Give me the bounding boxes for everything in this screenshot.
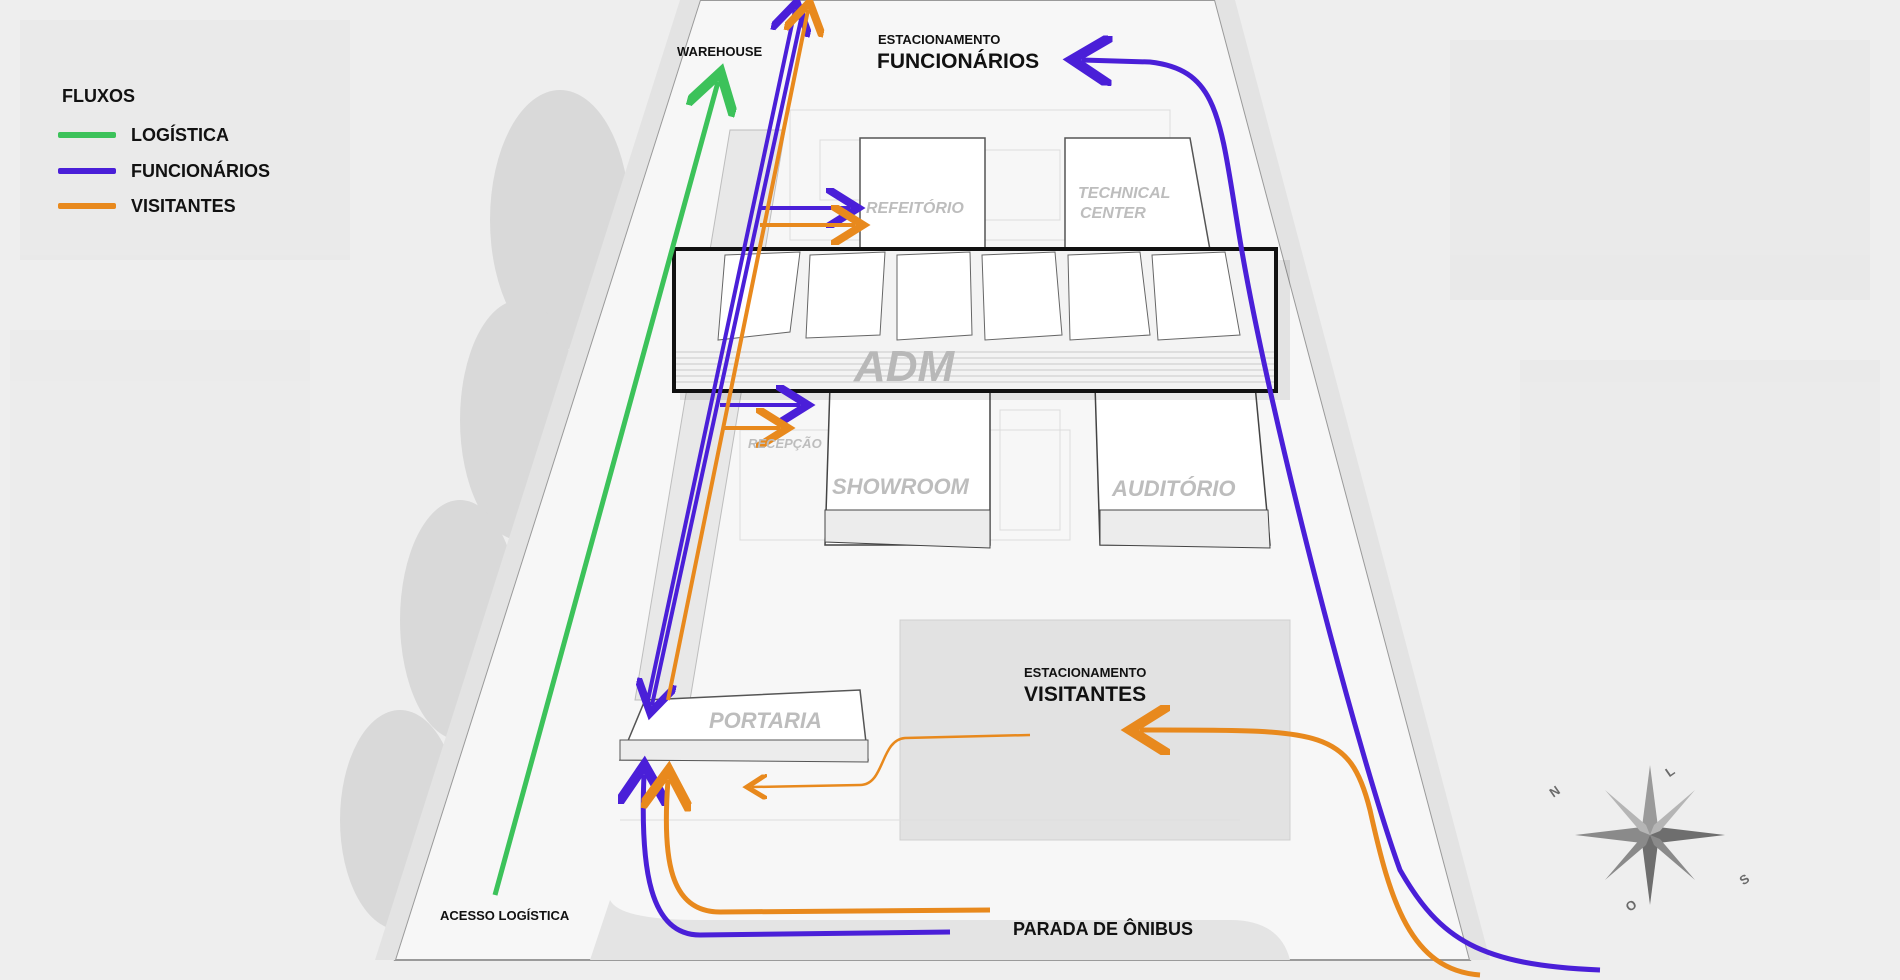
visitor-flow-busstop [666, 780, 991, 915]
refeitorio-block [859, 137, 986, 251]
visitor-flow-parking [1140, 730, 1481, 978]
recepcao-label: RECEPÇÃO [748, 436, 822, 451]
portaria-label: PORTARIA [709, 708, 822, 733]
refeitorio-label: REFEITÓRIO [866, 200, 964, 217]
legend-swatch-green [58, 132, 116, 138]
legend-title: FLUXOS [62, 86, 136, 106]
staff-parking-label: FUNCIONÁRIOS [877, 50, 1040, 73]
compass-rose [1575, 765, 1725, 905]
legend-label: FUNCIONÁRIOS [131, 160, 270, 181]
adm-facade-lines [676, 351, 1274, 383]
visitor-flow-portaria [752, 733, 1031, 787]
staff-flow-parking [1082, 60, 1601, 973]
legend-label: LOGÍSTICA [131, 124, 229, 145]
legend-item-visitors: VISITANTES [58, 195, 236, 217]
staff-parking-caption: ESTACIONAMENTO [878, 32, 1001, 47]
warehouse-label: WAREHOUSE [677, 44, 763, 59]
legend-swatch-orange [58, 203, 116, 209]
visitor-flow-up [666, 10, 808, 701]
auditorio-label: AUDITÓRIO [1112, 476, 1236, 501]
logistics-access-label: ACESSO LOGÍSTICA [440, 908, 570, 923]
staff-flow-down [652, 9, 805, 705]
legend-label: VISITANTES [131, 195, 236, 216]
left-road [375, 0, 700, 960]
showroom-label: SHOWROOM [832, 474, 969, 499]
technical-center-label-1: TECHNICAL [1078, 185, 1171, 202]
visitor-parking-label: VISITANTES [1024, 683, 1147, 706]
logistics-flow [492, 82, 718, 896]
staff-flow-up [646, 10, 795, 701]
legend-swatch-blue [58, 168, 116, 174]
technical-center-label-2: CENTER [1080, 205, 1146, 222]
legend-item-staff: FUNCIONÁRIOS [58, 160, 270, 182]
legend-item-logistics: LOGÍSTICA [58, 124, 229, 146]
adm-label: ADM [854, 342, 955, 391]
bus-stop-label: PARADA DE ÔNIBUS [1013, 919, 1194, 939]
visitor-parking-caption: ESTACIONAMENTO [1024, 665, 1147, 680]
surrounding-blocks [10, 20, 1880, 630]
right-road [1215, 0, 1490, 960]
